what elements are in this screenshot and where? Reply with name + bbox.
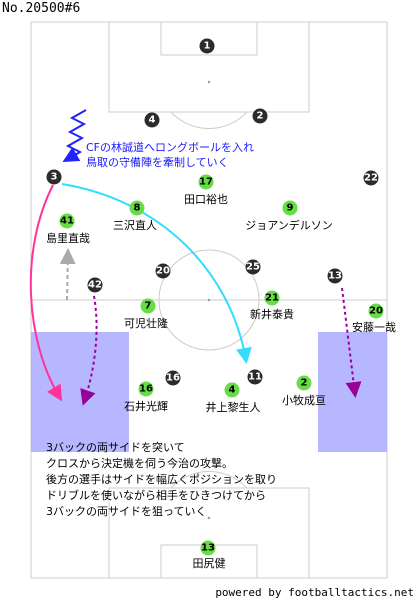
green-player-21: 21 新井泰貴 <box>250 290 294 321</box>
svg-text:9: 9 <box>287 203 294 214</box>
svg-text:田尻健: 田尻健 <box>193 557 226 570</box>
green-player-4: 4 井上黎生人 <box>206 382 261 414</box>
svg-text:13: 13 <box>328 271 342 282</box>
green-player-2: 2 小牧成亘 <box>282 375 326 407</box>
dark-player-42: 42 <box>87 277 103 293</box>
penalty-spot-top <box>207 80 211 84</box>
svg-text:11: 11 <box>248 372 262 383</box>
zigzag-arrow <box>62 109 87 162</box>
svg-text:新井泰貴: 新井泰貴 <box>250 307 294 321</box>
svg-text:8: 8 <box>134 203 141 214</box>
svg-text:2: 2 <box>301 378 308 389</box>
green-player-41: 41 島里直哉 <box>46 213 90 245</box>
green-player-8: 8 三沢直人 <box>113 200 157 232</box>
green-player-17: 17 田口裕也 <box>184 174 228 206</box>
svg-text:鳥取の守備陣を牽制していく: 鳥取の守備陣を牽制していく <box>86 155 229 169</box>
svg-text:25: 25 <box>246 262 260 273</box>
dark-player-22: 22 <box>363 170 379 186</box>
svg-text:CFの林誠道へロングボールを入れ: CFの林誠道へロングボールを入れ <box>86 140 254 154</box>
svg-text:三沢直人: 三沢直人 <box>113 218 157 232</box>
diagram-title: No.20500#6 <box>2 1 81 16</box>
green-player-16: 16 石井光輝 <box>124 381 168 413</box>
svg-text:16: 16 <box>166 373 180 384</box>
svg-text:クロスから決定機を伺う今治の攻撃。: クロスから決定機を伺う今治の攻撃。 <box>46 456 233 470</box>
svg-text:3バックの両サイドを狙っていく: 3バックの両サイドを狙っていく <box>46 505 206 518</box>
green-player-9: 9 ジョアンデルソン <box>245 200 333 232</box>
purple-run-arrow-left <box>80 295 98 406</box>
svg-text:20: 20 <box>369 306 383 317</box>
right-wing-zone <box>318 332 387 452</box>
green-player-13: 13 田尻健 <box>193 540 226 570</box>
svg-text:4: 4 <box>149 115 156 126</box>
svg-text:7: 7 <box>145 301 152 312</box>
dark-player-4: 4 <box>144 112 160 128</box>
dark-player-13: 13 <box>327 268 343 284</box>
svg-text:ジョアンデルソン: ジョアンデルソン <box>245 218 333 232</box>
penalty-spot-bottom <box>207 516 211 520</box>
svg-text:ドリブルを使いながら相手をひきつけてから: ドリブルを使いながら相手をひきつけてから <box>46 488 266 502</box>
dark-player-11: 11 <box>247 369 263 385</box>
dark-player-25: 25 <box>245 259 261 275</box>
svg-text:3: 3 <box>51 172 58 183</box>
svg-text:1: 1 <box>204 41 211 52</box>
svg-text:13: 13 <box>201 543 215 554</box>
svg-text:2: 2 <box>257 111 264 122</box>
svg-text:3バックの両サイドを突いて: 3バックの両サイドを突いて <box>46 440 185 454</box>
green-player-7: 7 可児壮隆 <box>124 298 168 330</box>
grey-support-arrow <box>59 248 76 301</box>
svg-text:17: 17 <box>199 177 213 188</box>
svg-text:42: 42 <box>88 280 102 291</box>
svg-text:22: 22 <box>364 173 378 184</box>
svg-text:41: 41 <box>60 216 74 227</box>
green-player-20: 20 安藤一哉 <box>352 303 396 334</box>
dark-player-20: 20 <box>155 263 171 279</box>
svg-text:石井光輝: 石井光輝 <box>124 399 168 413</box>
svg-text:4: 4 <box>229 385 236 396</box>
dark-player-2: 2 <box>252 108 268 124</box>
cyan-long-ball-arrow <box>61 183 252 364</box>
svg-text:後方の選手はサイドを幅広くポジションを取り: 後方の選手はサイドを幅広くポジションを取り <box>46 472 277 486</box>
center-spot <box>207 298 211 302</box>
left-wing-zone <box>31 332 129 452</box>
svg-text:可児壮隆: 可児壮隆 <box>124 316 168 330</box>
credit-text: powered by footballtactics.net <box>215 586 414 599</box>
svg-text:21: 21 <box>265 293 279 304</box>
svg-text:井上黎生人: 井上黎生人 <box>206 400 261 414</box>
dark-player-3: 3 <box>46 169 62 185</box>
note-top: CFの林誠道へロングボールを入れ 鳥取の守備陣を牽制していく <box>86 140 254 169</box>
svg-text:安藤一哉: 安藤一哉 <box>352 320 396 334</box>
svg-text:島里直哉: 島里直哉 <box>46 231 90 245</box>
svg-text:田口裕也: 田口裕也 <box>184 193 228 206</box>
dark-player-16: 16 <box>165 370 181 386</box>
svg-text:16: 16 <box>139 384 153 395</box>
note-bottom: 3バックの両サイドを突いて クロスから決定機を伺う今治の攻撃。 後方の選手はサイ… <box>46 440 277 518</box>
svg-text:20: 20 <box>156 266 170 277</box>
pink-run-arrow <box>29 184 63 402</box>
dark-player-1: 1 <box>199 38 215 54</box>
svg-text:小牧成亘: 小牧成亘 <box>282 393 326 407</box>
